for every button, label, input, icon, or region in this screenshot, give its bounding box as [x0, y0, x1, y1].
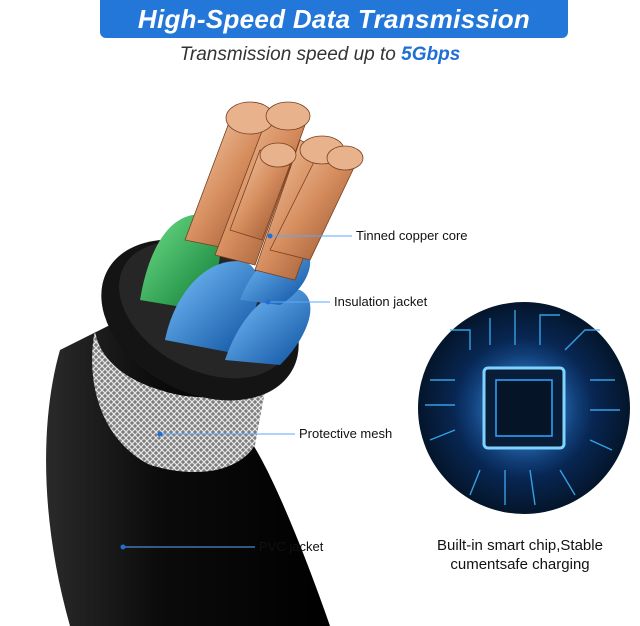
chip-caption-line2: cumentsafe charging — [450, 556, 590, 573]
title-banner: High-Speed Data Transmission — [100, 0, 568, 38]
label-pvc: PVC jacket — [259, 539, 324, 554]
chip-caption-line1: Built-in smart chip,Stable — [437, 537, 603, 554]
label-core: Tinned copper core — [356, 228, 468, 243]
chip-caption: Built-in smart chip,Stable cumentsafe ch… — [420, 536, 620, 574]
protective-mesh — [92, 330, 268, 473]
copper-core — [184, 101, 364, 281]
leader-lines — [123, 235, 352, 548]
pvc-dot — [120, 544, 126, 550]
label-insulation: Insulation jacket — [334, 294, 428, 309]
blue-wire-1 — [165, 261, 259, 352]
subtitle-text: Transmission speed up to — [179, 44, 402, 65]
core-dot — [267, 233, 273, 239]
label-mesh: Protective mesh — [299, 426, 393, 441]
subtitle: Transmission speed up to 5Gbps — [0, 44, 640, 66]
page-title: High-Speed Data Transmission — [137, 3, 531, 34]
mesh-dot — [157, 431, 163, 437]
speed-value: 5Gbps — [401, 44, 461, 65]
insulation-dot — [265, 299, 271, 305]
blue-wire-2 — [225, 289, 311, 365]
